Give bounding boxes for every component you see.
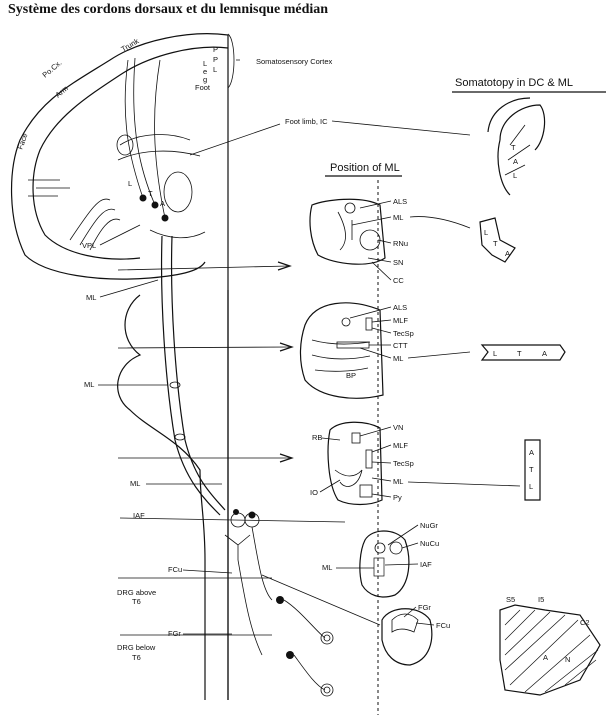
mid-shape-A: A [505, 249, 510, 258]
mid-label-sn: SN [393, 258, 403, 267]
label-L: L [203, 59, 207, 68]
pons-label-mlf: MLF [393, 316, 408, 325]
mid-label-als: ALS [393, 197, 407, 206]
cord-label-fgr: FGr [418, 603, 431, 612]
caudal-label-ml: ML [322, 563, 332, 572]
brainstem-spinal-cord [117, 235, 346, 700]
med-label-io: IO [310, 488, 318, 497]
mid-shape-T: T [493, 239, 498, 248]
cord-label-fcu: FCu [436, 621, 450, 630]
label-side-ml-1: ML [86, 293, 96, 302]
label-P1: P [213, 45, 218, 54]
derm-label-i5: I5 [538, 595, 544, 604]
label-side-ml-2: ML [84, 380, 94, 389]
label-arm: Arm [54, 84, 70, 100]
label-drg-above: DRG above [117, 588, 156, 597]
page-title: Système des cordons dorsaux et du lemnis… [8, 2, 329, 17]
med-shape-T: T [529, 465, 534, 474]
med-label-rb: RB [312, 433, 322, 442]
somatotopy-T: T [511, 143, 516, 152]
label-somatosensory-cortex: Somatosensory Cortex [256, 57, 333, 66]
somatotopy-L: L [513, 171, 517, 180]
label-vpl: VPL [82, 241, 96, 250]
label-drg-below: DRG below [117, 643, 156, 652]
position-title: Position of ML [330, 162, 400, 174]
label-trunk: Trunk [120, 36, 141, 53]
dermatome-fan: S5 I5 C2 A N [499, 595, 601, 696]
med-label-mlf: MLF [393, 441, 408, 450]
caudal-label-iaf: IAF [420, 560, 432, 569]
label-t6-above: T6 [132, 597, 141, 606]
label-g: g [203, 75, 207, 84]
pons-label-bp: BP [346, 371, 356, 380]
somatotopy-A: A [513, 157, 518, 166]
med-label-vn: VN [393, 423, 403, 432]
label-pocx: Po.Cx. [41, 58, 64, 79]
caudal-label-nucu: NuCu [420, 539, 439, 548]
med-shape-L: L [529, 482, 533, 491]
somatotopy-title: Somatotopy in DC & ML [455, 77, 573, 89]
pons-shape-L: L [493, 349, 497, 358]
pons-shape-A: A [542, 349, 547, 358]
label-face: Face [15, 132, 29, 151]
med-label-tecsp: TecSp [393, 459, 414, 468]
mid-label-ml: ML [393, 213, 403, 222]
label-P2: P [213, 55, 218, 64]
med-label-py: Py [393, 493, 402, 502]
position-of-ml: Position of ML ALS ML RNu SN CC L T A BP… [261, 162, 566, 715]
med-label-ml: ML [393, 477, 403, 486]
derm-label-a: A [543, 653, 548, 662]
pons-label-tecsp: TecSp [393, 329, 414, 338]
pons-label-ml: ML [393, 354, 403, 363]
med-shape-A: A [529, 448, 534, 457]
label-side-iaf: IAF [133, 511, 145, 520]
mid-label-rnu: RNu [393, 239, 408, 248]
pons-label-als: ALS [393, 303, 407, 312]
somatotopy-inset: Somatotopy in DC & ML T A L [452, 77, 606, 196]
derm-label-n: N [565, 655, 570, 664]
label-thal-L: L [128, 179, 132, 188]
label-foot: Foot [195, 83, 211, 92]
label-side-fcu: FCu [168, 565, 182, 574]
label-t6-below: T6 [132, 653, 141, 662]
caudal-label-nugr: NuGr [420, 521, 438, 530]
cortex-hemisphere [11, 33, 229, 700]
label-L2: L [213, 65, 217, 74]
side-labels: ML ML ML IAF FCu DRG above T6 FGr DRG be… [84, 279, 233, 662]
mid-label-cc: CC [393, 276, 404, 285]
pons-label-ctt: CTT [393, 341, 408, 350]
mid-shape-L: L [484, 228, 488, 237]
derm-label-c2: C2 [580, 618, 590, 627]
cortex-labels: Trunk Po.Cx. Arm Face L e g P P L Foot S… [15, 33, 471, 156]
pons-shape-T: T [517, 349, 522, 358]
label-side-ml-3: ML [130, 479, 140, 488]
thalamus: L T A VPL [82, 57, 169, 250]
label-foot-limb: Foot limb, IC [285, 117, 328, 126]
derm-label-s5: S5 [506, 595, 515, 604]
label-side-fgr: FGr [168, 629, 181, 638]
label-e: e [203, 67, 207, 76]
